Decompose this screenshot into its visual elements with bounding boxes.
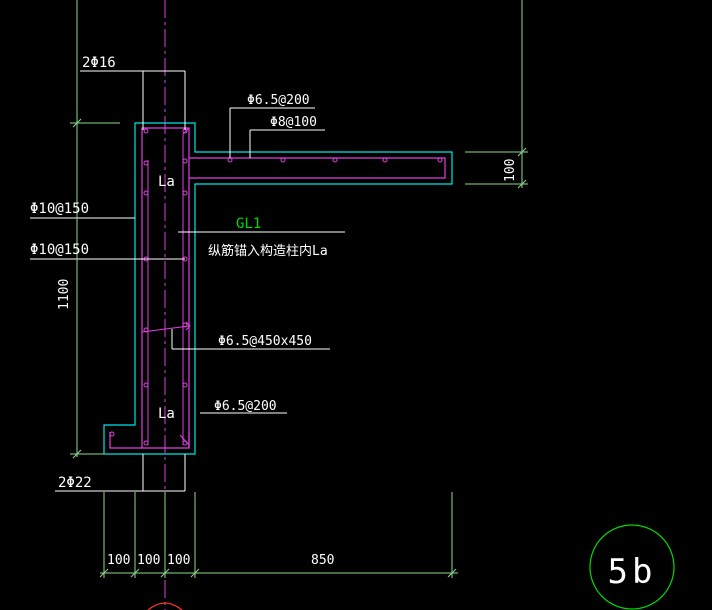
anchor-top-label: La <box>158 174 175 190</box>
detail-callout-text: 5b <box>608 552 657 592</box>
rebar-beam-cage <box>189 157 446 179</box>
dim-850: 850 <box>311 553 334 568</box>
beam-bar-label: Φ8@100 <box>270 115 317 130</box>
anchor-bottom-label: La <box>158 406 175 422</box>
member-id-label: GL1 <box>236 216 261 232</box>
partial-red-arc <box>147 602 183 610</box>
member-note-label: 纵筋锚入构造柱内La <box>208 243 328 259</box>
beam-stirrup-label: Φ6.5@200 <box>247 93 310 108</box>
dim-100-c: 100 <box>167 553 190 568</box>
bottom-rebar-main-label: 2Φ22 <box>58 475 92 491</box>
lower-stirrup-label: Φ6.5@200 <box>214 399 277 414</box>
top-rebar-main-label: 2Φ16 <box>82 55 116 71</box>
stirrup-left-label-1: Φ10@150 <box>30 201 89 217</box>
leader-lines <box>30 70 345 492</box>
dimension-lines <box>70 118 528 578</box>
tie-bar <box>141 321 191 333</box>
beam-depth-dimension-text: 100 <box>503 159 518 182</box>
stirrup-left-label-2: Φ10@150 <box>30 242 89 258</box>
member-outline <box>103 122 453 455</box>
dim-100-b: 100 <box>137 553 160 568</box>
detail-callout-circle <box>589 524 675 610</box>
dim-100-a: 100 <box>107 553 130 568</box>
tie-spacing-label: Φ6.5@450x450 <box>218 334 312 349</box>
rebar-anchor-diagonal <box>179 434 190 446</box>
rebar-bottom-hook <box>109 432 190 449</box>
height-dimension-text: 1100 <box>57 279 72 310</box>
